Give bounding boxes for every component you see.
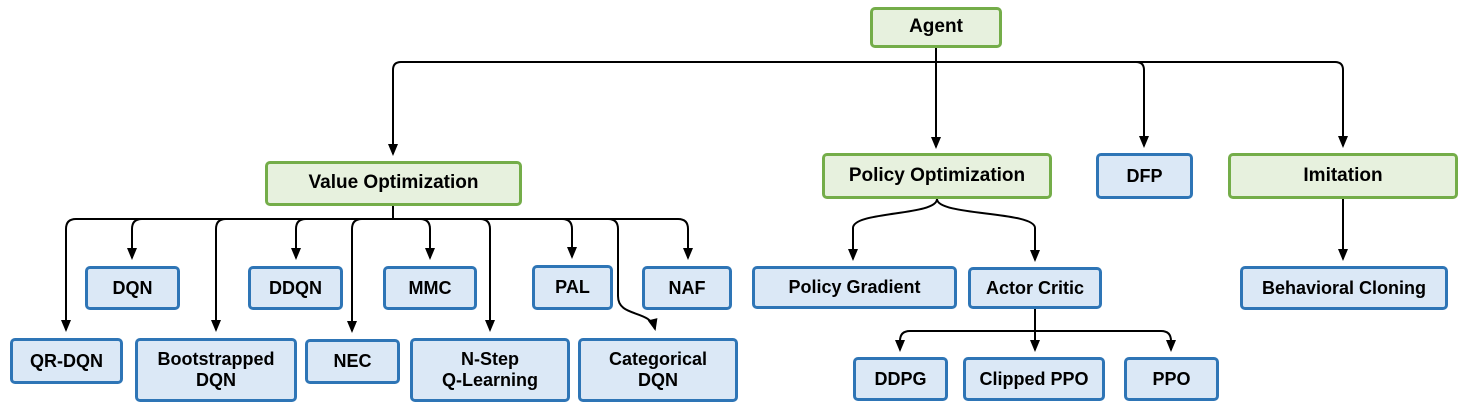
edge-actor-critic-ppo (1035, 330, 1176, 352)
edge-policy-optimization-policy-gradient (848, 198, 938, 261)
node-pal-label: PAL (555, 277, 590, 298)
node-dqn-label: DQN (112, 277, 153, 298)
edge-actor-critic-ddpg (895, 330, 1035, 352)
node-bootstrapped-dqn: Bootstrapped DQN (135, 338, 297, 402)
edge-agent-dfp (936, 61, 1149, 148)
node-categorical-dqn: Categorical DQN (578, 338, 738, 402)
node-ddqn: DDQN (248, 266, 343, 310)
node-policy-optimization-label: Policy Optimization (848, 164, 1026, 186)
node-qr-dqn: QR-DQN (10, 338, 123, 384)
edge-agent-value-optimization (388, 61, 936, 156)
node-mmc-label: MMC (408, 277, 452, 298)
node-nec: NEC (305, 339, 400, 384)
node-behavioral-cloning-label: Behavioral Cloning (1261, 277, 1427, 298)
node-value-optimization: Value Optimization (265, 161, 522, 206)
node-ppo-label: PPO (1152, 368, 1191, 389)
node-actor-critic: Actor Critic (968, 267, 1102, 309)
edge-value-optimization-mmc (393, 218, 435, 260)
node-behavioral-cloning: Behavioral Cloning (1240, 266, 1448, 310)
node-agent-label: Agent (909, 16, 963, 38)
node-policy-gradient-label: Policy Gradient (788, 277, 921, 298)
edge-value-optimization-ddqn (291, 218, 393, 260)
node-categorical-dqn-label: Categorical DQN (608, 349, 708, 390)
node-dfp-label: DFP (1126, 165, 1163, 186)
node-policy-gradient: Policy Gradient (752, 266, 957, 309)
node-imitation-label: Imitation (1303, 164, 1383, 186)
node-n-step-q-learning-label: N-Step Q-Learning (441, 349, 538, 390)
edge-value-optimization-qr-dqn (61, 218, 393, 332)
node-qr-dqn-label: QR-DQN (30, 350, 103, 371)
node-dqn: DQN (85, 266, 180, 310)
node-naf-label: NAF (668, 277, 706, 298)
node-mmc: MMC (383, 266, 477, 310)
edge-value-optimization-bootstrapped-dqn (211, 218, 393, 332)
node-pal: PAL (532, 265, 613, 310)
edge-value-optimization-naf (393, 218, 693, 260)
edge-value-optimization-pal (393, 218, 577, 259)
node-nec-label: NEC (333, 351, 372, 372)
node-ddqn-label: DDQN (269, 277, 322, 298)
edge-policy-optimization-actor-critic (936, 198, 1040, 262)
node-n-step-q-learning: N-Step Q-Learning (410, 338, 570, 402)
node-actor-critic-label: Actor Critic (985, 277, 1084, 298)
node-agent: Agent (870, 7, 1002, 48)
edge-value-optimization-dqn (127, 218, 393, 260)
node-ppo: PPO (1124, 357, 1219, 401)
node-clipped-ppo-label: Clipped PPO (979, 368, 1089, 389)
node-naf: NAF (642, 266, 732, 310)
node-ddpg: DDPG (853, 357, 948, 401)
node-bootstrapped-dqn-label: Bootstrapped DQN (157, 349, 275, 390)
node-clipped-ppo: Clipped PPO (963, 357, 1105, 401)
edge-agent-imitation (936, 61, 1348, 148)
node-ddpg-label: DDPG (874, 368, 927, 389)
node-policy-optimization: Policy Optimization (822, 153, 1052, 199)
node-value-optimization-label: Value Optimization (308, 172, 479, 194)
node-imitation: Imitation (1228, 153, 1458, 199)
edge-value-optimization-nec (347, 218, 393, 333)
node-dfp: DFP (1096, 153, 1193, 199)
